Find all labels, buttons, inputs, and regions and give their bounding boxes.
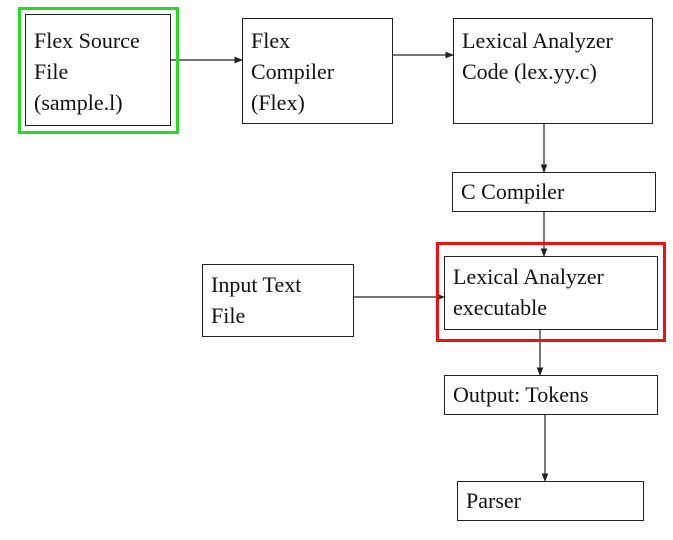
flex-source-file-box: Flex Source File (sample.l) xyxy=(25,14,171,126)
node-label-line: Input Text xyxy=(211,272,302,297)
flex-compiler-box: Flex Compiler (Flex) xyxy=(242,18,393,124)
node-label-line: Lexical Analyzer xyxy=(462,28,613,53)
node-label-line: File xyxy=(211,303,246,328)
lexical-analyzer-executable-box: Lexical Analyzer executable xyxy=(444,256,658,330)
node-label-line: Compiler xyxy=(251,59,335,84)
flex-source-highlight-frame xyxy=(18,7,179,134)
node-label-line: Lexical Analyzer xyxy=(453,264,604,289)
lexical-analyzer-code-box: Lexical Analyzer Code (lex.yy.c) xyxy=(453,18,653,124)
node-label-line: Flex Source xyxy=(34,28,140,53)
output-tokens-box: Output: Tokens xyxy=(444,375,658,415)
lex-exec-highlight-frame xyxy=(436,242,666,342)
node-label-line: (sample.l) xyxy=(34,90,123,115)
node-label-line: C Compiler xyxy=(461,179,565,204)
node-label-line: Code (lex.yy.c) xyxy=(462,59,597,84)
c-compiler-box: C Compiler xyxy=(452,172,656,212)
node-label-line: Parser xyxy=(466,488,521,513)
node-label-line: Output: Tokens xyxy=(453,382,589,407)
node-label-line: Flex xyxy=(251,28,291,53)
node-label-line: File xyxy=(34,59,69,84)
input-text-file-box: Input Text File xyxy=(202,264,354,337)
node-label-line: executable xyxy=(453,295,548,320)
parser-box: Parser xyxy=(457,481,644,521)
node-label-line: (Flex) xyxy=(251,90,305,115)
